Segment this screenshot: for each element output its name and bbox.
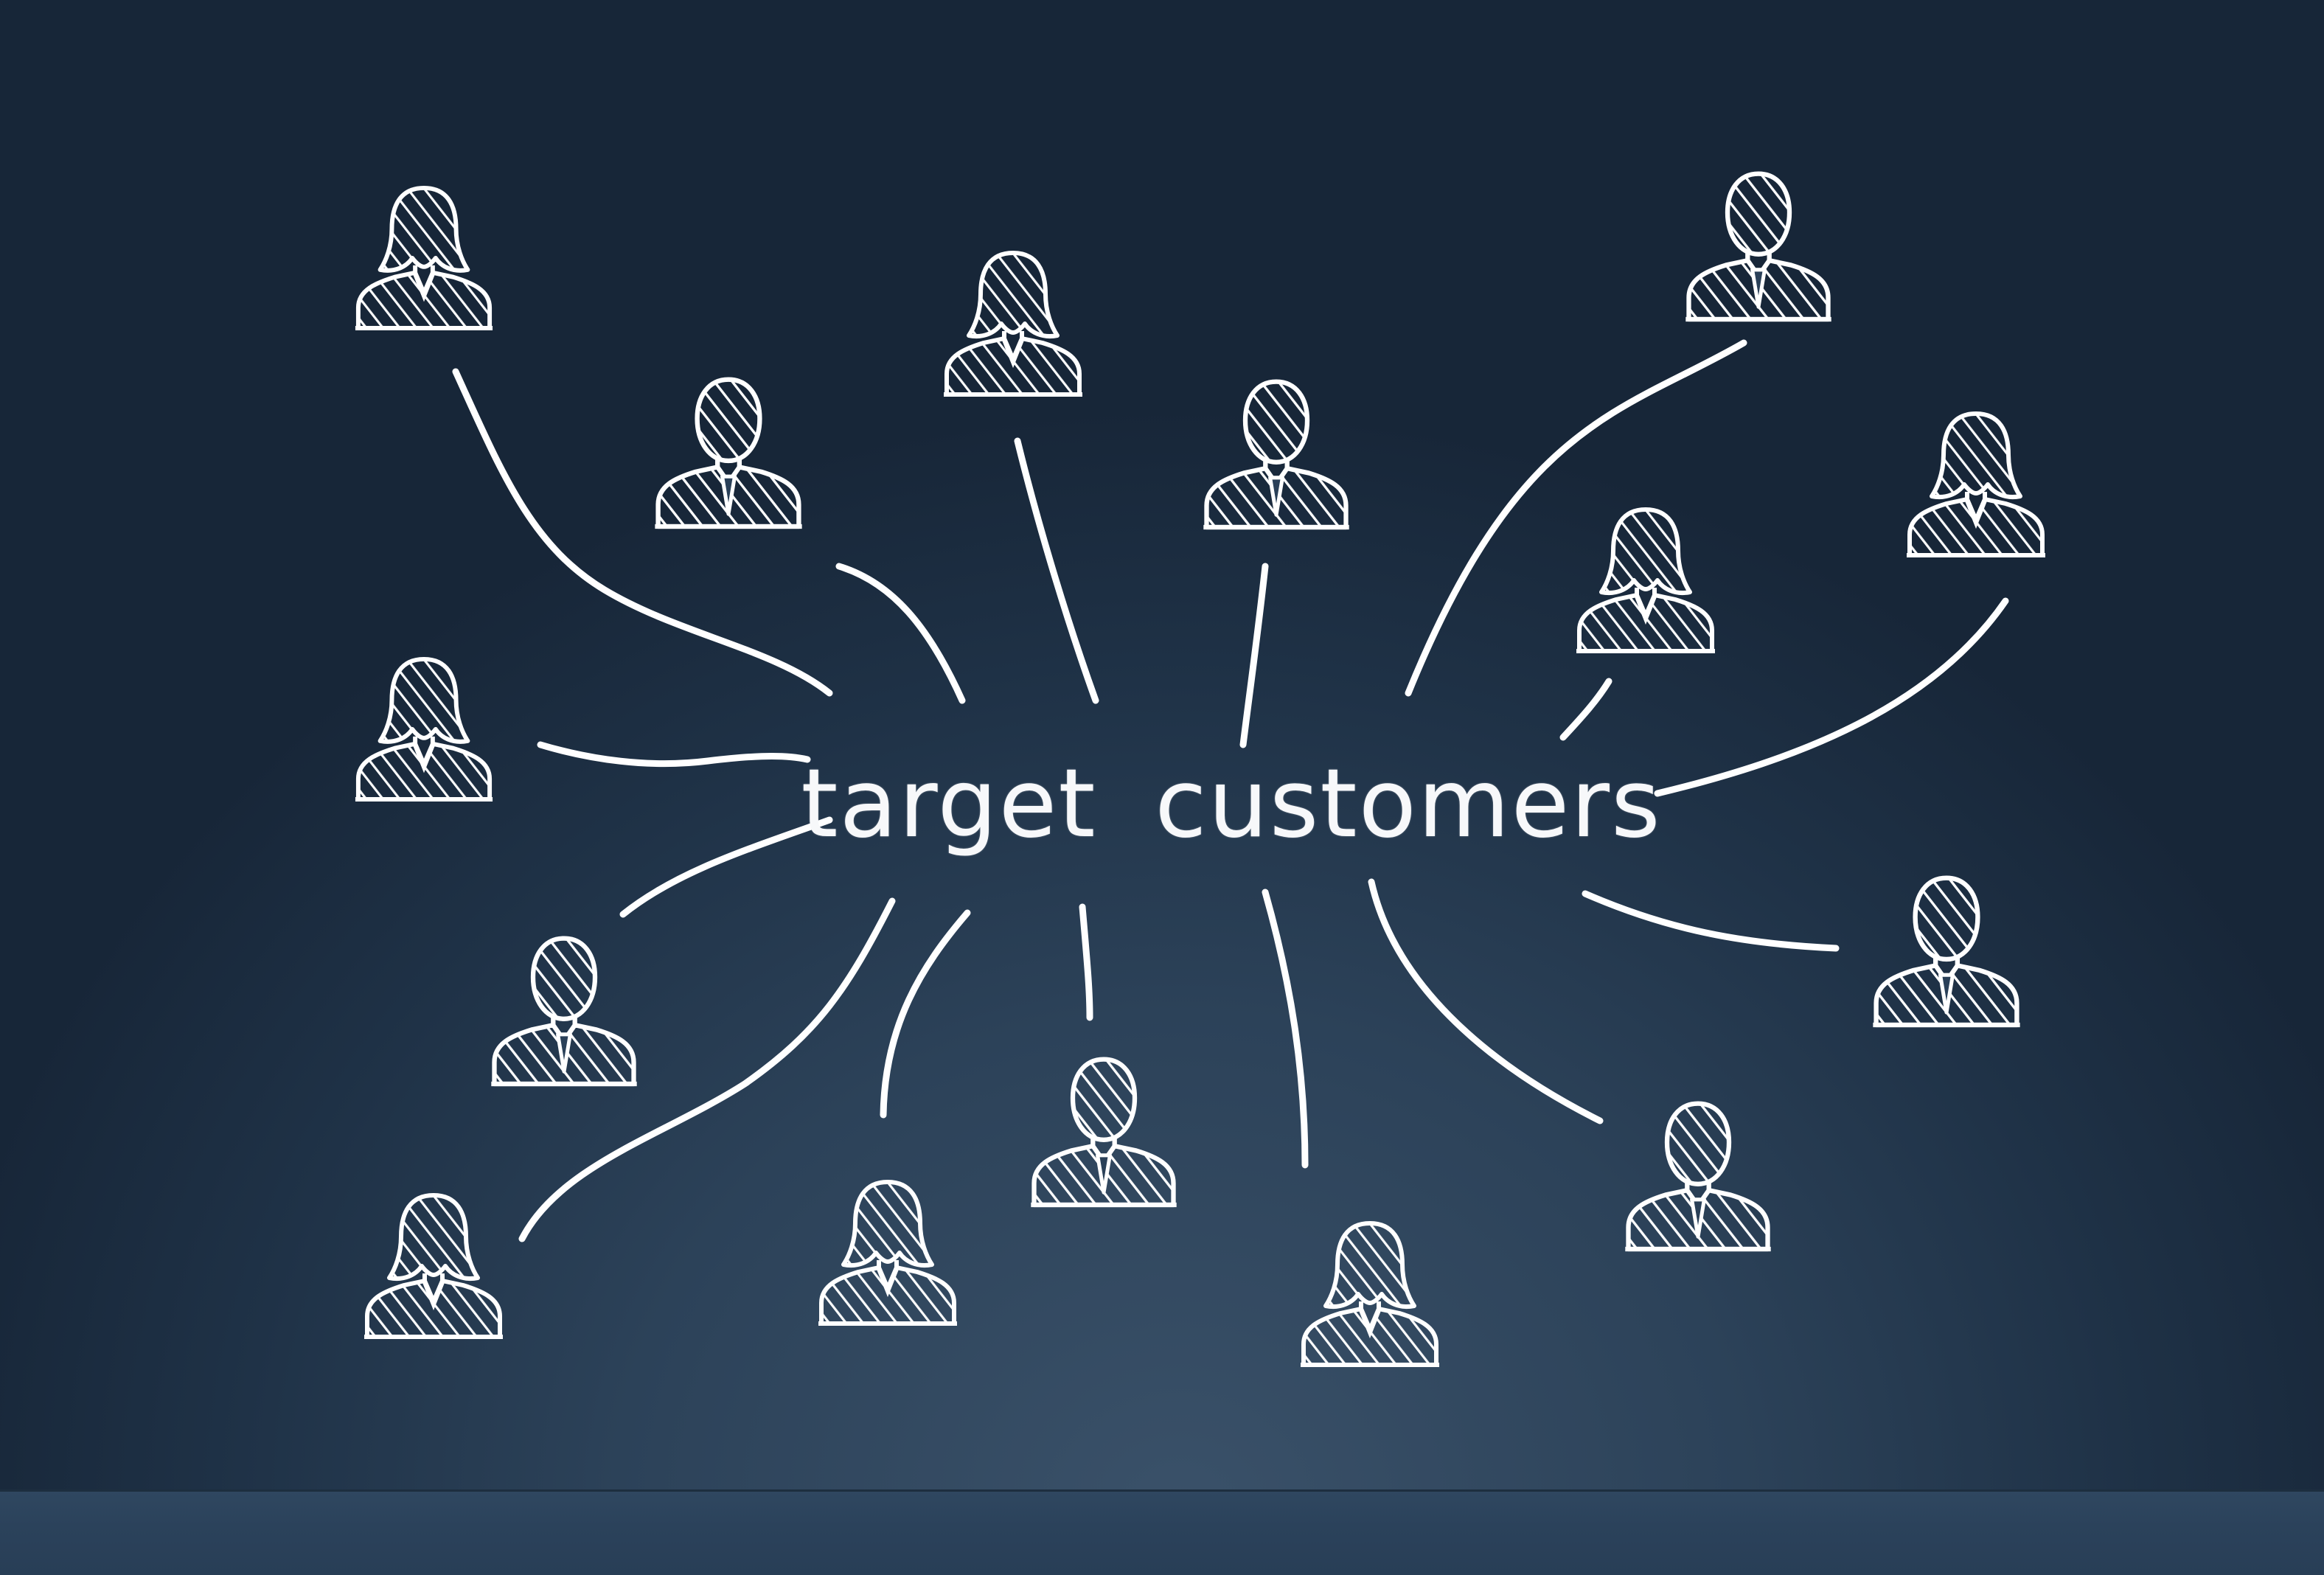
connector-line	[452, 368, 833, 697]
connector-line	[1368, 878, 1604, 1124]
woman-icon	[1301, 1223, 1439, 1365]
woman-icon	[944, 253, 1082, 394]
woman-icon	[1576, 510, 1715, 651]
woman-icon	[1907, 414, 2045, 555]
connector-line	[518, 897, 896, 1242]
center-label: target customers	[801, 748, 1662, 859]
connector-line	[1239, 563, 1269, 748]
connector-lines	[452, 339, 2009, 1242]
connector-line	[1559, 678, 1612, 741]
connector-line	[880, 909, 971, 1119]
woman-icon	[818, 1182, 957, 1324]
woman-icon	[364, 1195, 503, 1337]
connector-line	[1079, 903, 1093, 1021]
connector-line	[1654, 597, 2009, 797]
connector-line	[1262, 889, 1309, 1169]
connector-line	[619, 816, 833, 918]
man-icon	[1625, 1104, 1770, 1249]
man-icon	[1031, 1060, 1176, 1205]
man-icon	[491, 939, 636, 1084]
woman-icon	[355, 188, 493, 328]
board-ledge	[0, 1489, 2324, 1575]
man-icon	[655, 380, 801, 526]
connector-line	[1014, 437, 1099, 704]
man-icon	[1685, 174, 1831, 319]
connector-line	[1405, 339, 1747, 697]
man-icon	[1873, 878, 2019, 1025]
connector-line	[835, 563, 966, 704]
connector-line	[1582, 890, 1840, 952]
woman-icon	[355, 659, 493, 799]
connector-line	[537, 741, 811, 768]
man-icon	[1203, 382, 1349, 527]
